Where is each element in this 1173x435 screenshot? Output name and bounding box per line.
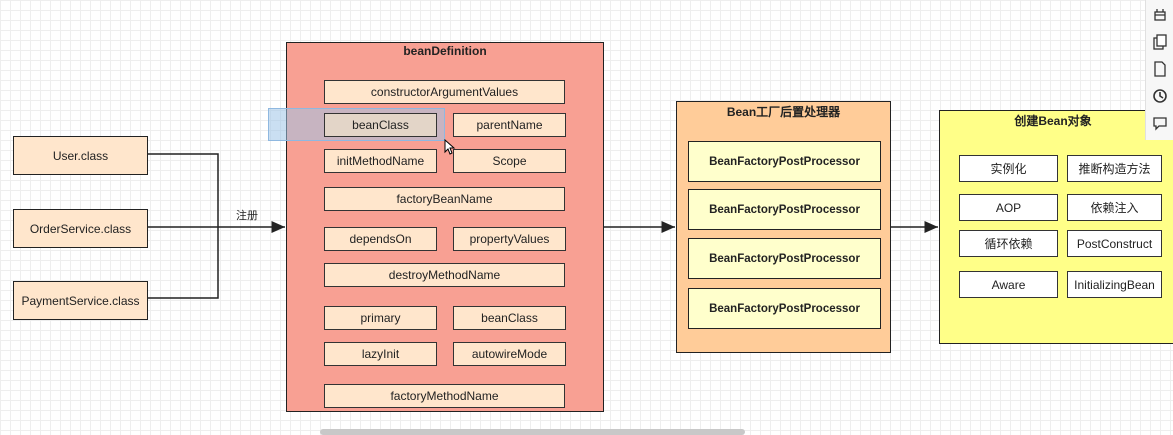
prop-bean-class-2[interactable]: beanClass: [453, 306, 566, 330]
source-order-label: OrderService.class: [29, 221, 132, 236]
prop-factory-bean-name[interactable]: factoryBeanName: [324, 187, 565, 211]
page-icon[interactable]: [1151, 60, 1169, 78]
post-processor-item[interactable]: BeanFactoryPostProcessor: [688, 288, 881, 329]
prop-destroy-method-name[interactable]: destroyMethodName: [324, 263, 565, 287]
prop-bean-class[interactable]: beanClass: [324, 113, 437, 137]
connector-user: [148, 153, 219, 227]
post-processor-item[interactable]: BeanFactoryPostProcessor: [688, 141, 881, 182]
pages-icon[interactable]: [1151, 33, 1169, 51]
step-aware[interactable]: Aware: [959, 271, 1058, 298]
prop-autowire-mode[interactable]: autowireMode: [453, 342, 566, 366]
prop-property-values[interactable]: propertyValues: [453, 227, 566, 251]
comment-icon[interactable]: [1151, 114, 1169, 132]
create-bean-title: 创建Bean对象: [1014, 114, 1092, 128]
source-payment-service-class[interactable]: PaymentService.class: [13, 281, 148, 320]
source-user-class[interactable]: User.class: [13, 136, 148, 175]
prop-lazy-init[interactable]: lazyInit: [324, 342, 437, 366]
step-infer-constructor[interactable]: 推断构造方法: [1067, 155, 1162, 182]
step-post-construct[interactable]: PostConstruct: [1067, 230, 1162, 257]
history-icon[interactable]: [1151, 87, 1169, 105]
bean-definition-title: beanDefinition: [403, 44, 487, 58]
step-dependency-injection[interactable]: 依赖注入: [1067, 194, 1162, 221]
source-order-service-class[interactable]: OrderService.class: [13, 209, 148, 248]
right-toolbar: [1145, 0, 1173, 140]
format-icon[interactable]: [1151, 6, 1169, 24]
prop-parent-name[interactable]: parentName: [453, 113, 566, 137]
horizontal-scrollbar[interactable]: [320, 429, 745, 435]
source-payment-label: PaymentService.class: [21, 293, 140, 308]
source-user-label: User.class: [52, 148, 109, 163]
prop-init-method-name[interactable]: initMethodName: [324, 149, 437, 173]
step-circular-dependency[interactable]: 循环依赖: [959, 230, 1058, 257]
step-initializing-bean[interactable]: InitializingBean: [1067, 271, 1162, 298]
post-processor-item[interactable]: BeanFactoryPostProcessor: [688, 238, 881, 279]
step-instantiate[interactable]: 实例化: [959, 155, 1058, 182]
prop-factory-method-name[interactable]: factoryMethodName: [324, 384, 565, 408]
prop-depends-on[interactable]: dependsOn: [324, 227, 437, 251]
prop-constructor-argument-values[interactable]: constructorArgumentValues: [324, 80, 565, 104]
prop-primary[interactable]: primary: [324, 306, 437, 330]
create-bean-container[interactable]: 创建Bean对象: [939, 110, 1173, 344]
mouse-cursor-icon: [444, 139, 456, 155]
connector-payment: [148, 227, 219, 299]
prop-scope[interactable]: Scope: [453, 149, 566, 173]
post-processor-item[interactable]: BeanFactoryPostProcessor: [688, 189, 881, 230]
step-aop[interactable]: AOP: [959, 194, 1058, 221]
register-label: 注册: [236, 210, 258, 222]
post-processor-title: Bean工厂后置处理器: [726, 105, 841, 119]
